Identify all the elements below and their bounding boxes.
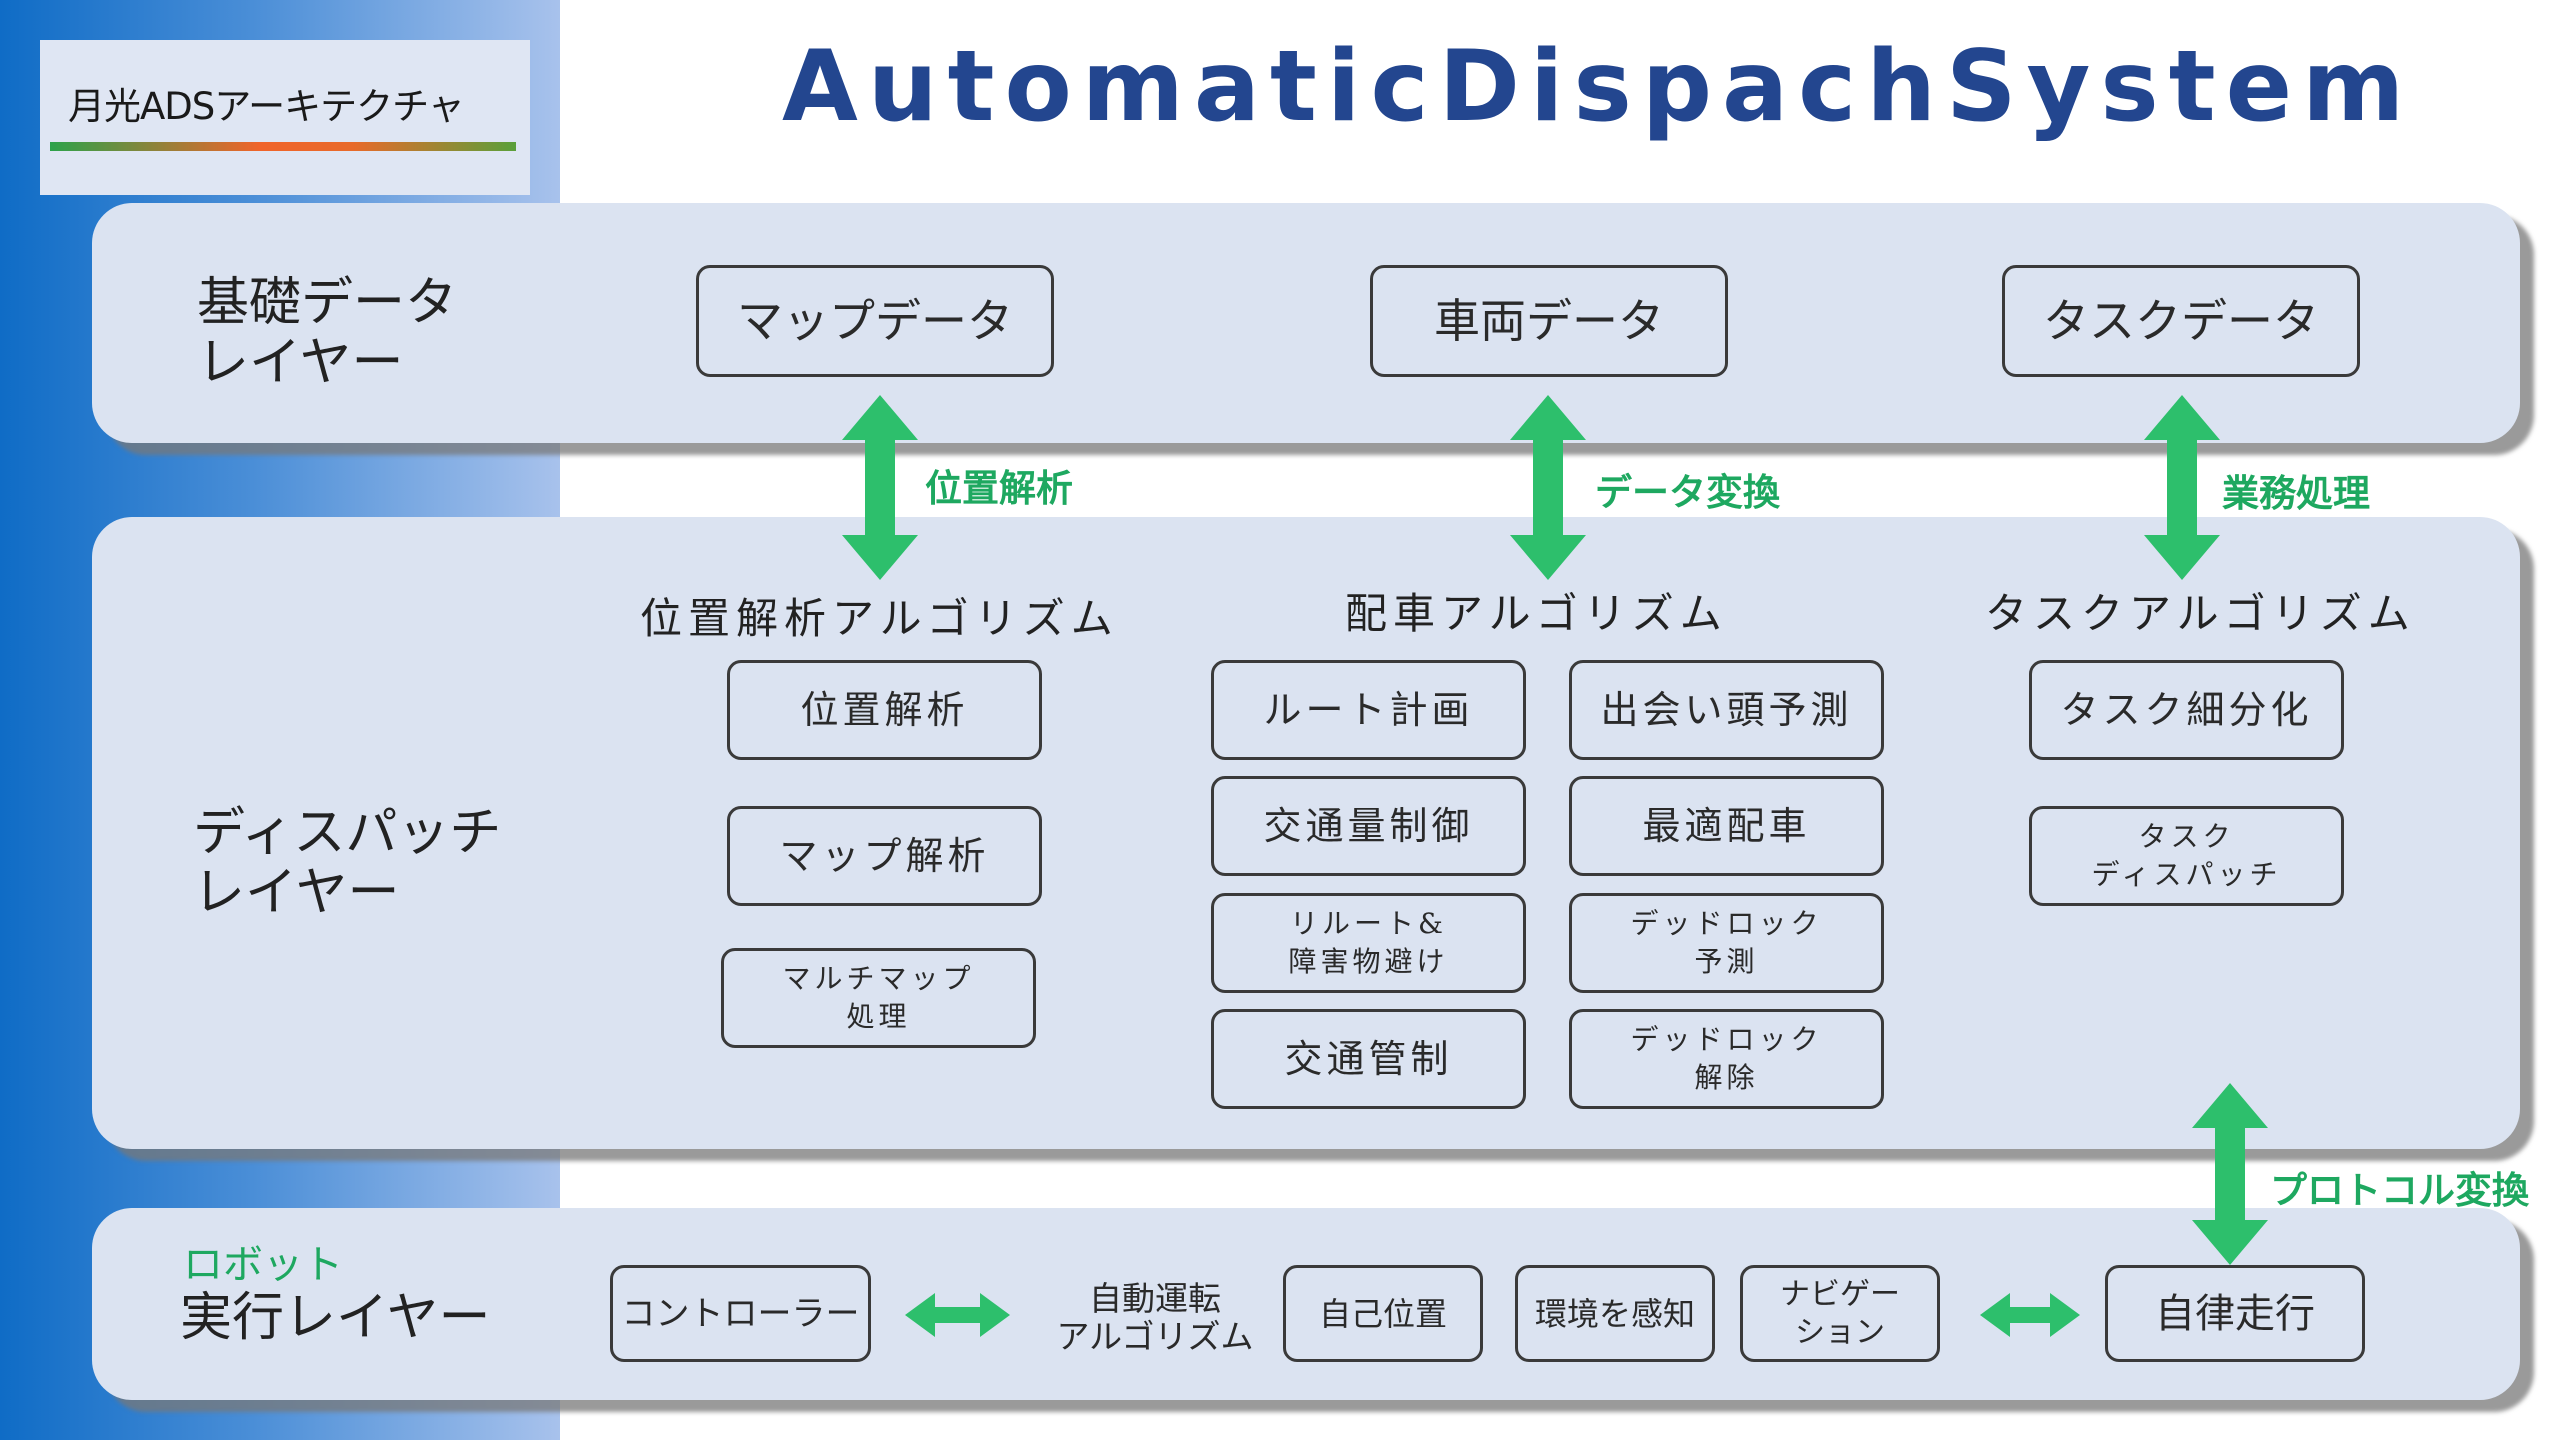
- reroute-obstacle-box: リルート& 障害物避け: [1211, 893, 1526, 993]
- deadlock-predict-line2: 予測: [1694, 945, 1759, 978]
- page-title: AutomaticDispachSystem: [782, 30, 2415, 144]
- logo-text: 月光ADSアーキテクチャ: [68, 85, 465, 128]
- business-processing-label: 業務処理: [2222, 472, 2370, 515]
- position-analysis-label: 位置解析: [925, 467, 1073, 510]
- task-breakdown-box: タスク細分化: [2029, 660, 2344, 760]
- protocol-conversion-label: プロトコル変換: [2270, 1169, 2529, 1212]
- traffic-management-box: 交通管制: [1211, 1009, 1526, 1109]
- dispatch-layer-label-line2: レイヤー: [193, 863, 400, 923]
- nav-line2: ション: [1795, 1314, 1885, 1350]
- base-layer-label-line2: レイヤー: [197, 333, 404, 393]
- logo-underline: [50, 142, 516, 151]
- route-planning-box: ルート計画: [1211, 660, 1526, 760]
- task-dispatch-line2: ディスパッチ: [2091, 858, 2282, 891]
- autonomous-driving-box: 自律走行: [2105, 1265, 2365, 1362]
- navigation-box: ナビゲー ション: [1740, 1265, 1940, 1362]
- position-analysis-box: 位置解析: [727, 660, 1042, 760]
- deadlock-predict-line1: デッドロック: [1630, 907, 1823, 940]
- traffic-control-box: 交通量制御: [1211, 776, 1526, 876]
- reroute-line2: 障害物避け: [1288, 945, 1449, 978]
- business-processing-arrow: [2144, 395, 2220, 580]
- execution-layer-label: 実行レイヤー: [180, 1288, 491, 1348]
- algo-line2: アルゴリズム: [1056, 1317, 1254, 1356]
- multi-map-line2: 処理: [846, 1000, 911, 1033]
- dispatch-layer-label-line1: ディスパッチ: [193, 803, 502, 863]
- base-data-layer-label: 基礎データ レイヤー: [197, 273, 457, 393]
- multi-map-processing-box: マルチマップ 処理: [721, 948, 1036, 1048]
- controller-algorithm-arrow: [905, 1293, 1010, 1337]
- environment-sensing-box: 環境を感知: [1515, 1265, 1715, 1362]
- task-data-box: タスクデータ: [2002, 265, 2360, 377]
- algo-line1: 自動運転: [1089, 1279, 1221, 1318]
- deadlock-resolution-box: デッドロック 解除: [1569, 1009, 1884, 1109]
- navigation-autonomous-arrow: [1980, 1293, 2080, 1337]
- protocol-conversion-arrow: [2192, 1083, 2268, 1265]
- position-analysis-arrow: [842, 395, 918, 580]
- task-algorithm-title: タスクアルゴリズム: [1985, 589, 2416, 638]
- map-data-box: マップデータ: [696, 265, 1054, 377]
- data-conversion-arrow: [1510, 395, 1586, 580]
- optimal-dispatch-box: 最適配車: [1569, 776, 1884, 876]
- autonomous-driving-algorithm-label: 自動運転 アルゴリズム: [1040, 1280, 1270, 1356]
- deadlock-prediction-box: デッドロック 予測: [1569, 893, 1884, 993]
- reroute-line1: リルート&: [1290, 907, 1447, 940]
- deadlock-resolve-line2: 解除: [1694, 1061, 1759, 1094]
- vehicle-data-box: 車両データ: [1370, 265, 1728, 377]
- collision-prediction-box: 出会い頭予測: [1569, 660, 1884, 760]
- vehicle-algorithm-title: 配車アルゴリズム: [1345, 589, 1728, 638]
- logo-panel: [40, 40, 530, 195]
- multi-map-line1: マルチマップ: [782, 962, 975, 995]
- data-conversion-label: データ変換: [1595, 471, 1780, 514]
- position-algorithm-title: 位置解析アルゴリズム: [640, 594, 1119, 643]
- task-dispatch-line1: タスク: [2138, 820, 2235, 853]
- self-localization-box: 自己位置: [1283, 1265, 1483, 1362]
- base-layer-label-line1: 基礎データ: [197, 273, 458, 333]
- dispatch-layer-label: ディスパッチ レイヤー: [193, 803, 501, 923]
- deadlock-resolve-line1: デッドロック: [1630, 1023, 1823, 1056]
- task-dispatch-box: タスク ディスパッチ: [2029, 806, 2344, 906]
- nav-line1: ナビゲー: [1780, 1276, 1900, 1312]
- controller-box: コントローラー: [610, 1265, 871, 1362]
- map-analysis-box: マップ解析: [727, 806, 1042, 906]
- robot-label: ロボット: [183, 1242, 343, 1288]
